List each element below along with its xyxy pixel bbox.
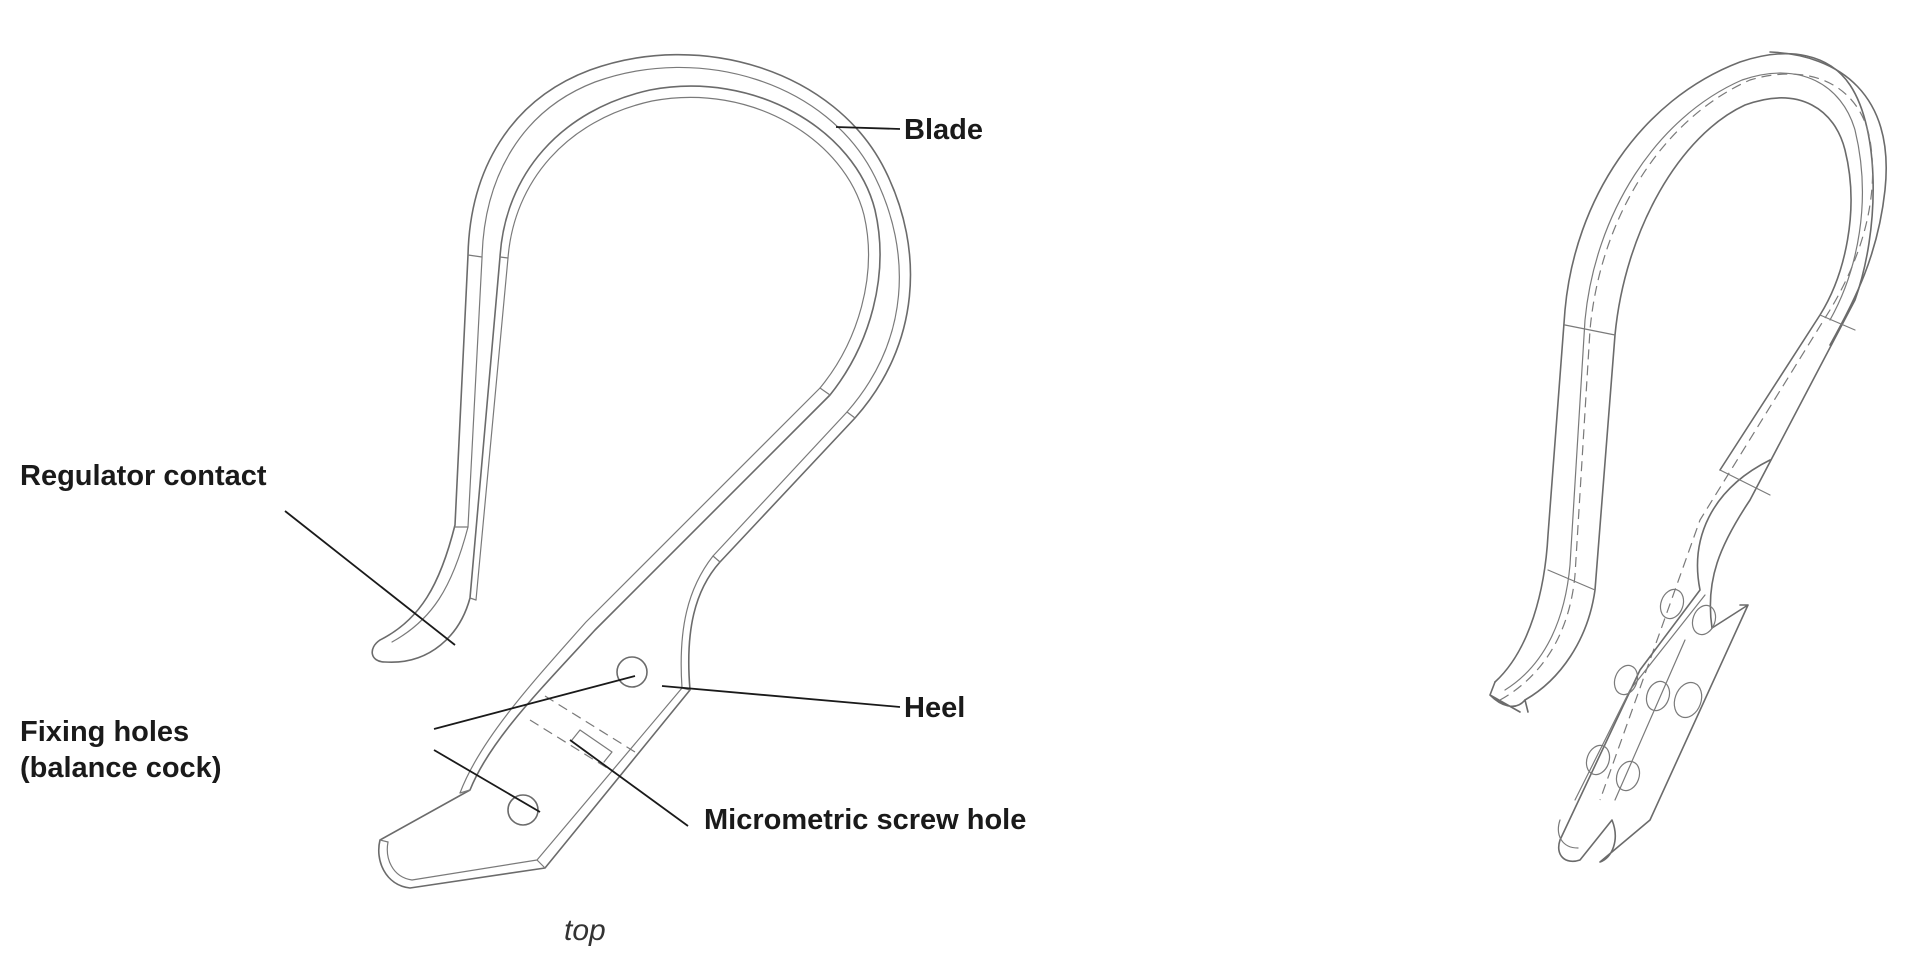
leader-heel (661, 685, 901, 708)
iso-regulator-tip (1489, 681, 1529, 713)
part-inner-outline (386, 66, 900, 881)
isometric-view-part (1489, 51, 1887, 863)
caption-top-view: top (564, 914, 606, 947)
iso-hole-1 (1659, 588, 1685, 620)
iso-hole-6 (1585, 744, 1611, 776)
label-fixing-holes-line1: Fixing holes (20, 716, 190, 748)
leader-micrometric-screw-hole (569, 739, 689, 827)
leader-fixing-holes-upper (433, 675, 636, 730)
iso-hole-3 (1613, 664, 1639, 696)
fixing-hole-lower (507, 794, 539, 826)
iso-fixing-block-lower (1557, 594, 1706, 849)
leader-fixing-holes-lower (433, 749, 541, 813)
top-view-part (371, 53, 912, 889)
iso-outer-edge-back (1769, 51, 1887, 346)
iso-fixing-block (1558, 459, 1771, 863)
part-section-ticks (379, 254, 856, 869)
iso-outer-edge-top (1494, 52, 1874, 683)
iso-hole-5 (1673, 681, 1703, 719)
iso-inner-edge-2 (1504, 72, 1863, 691)
iso-hole-7 (1615, 760, 1641, 792)
iso-hole-2 (1691, 604, 1717, 636)
micrometric-screw-hole-hidden-lines (529, 695, 636, 777)
iso-hole-4 (1645, 680, 1671, 712)
label-fixing-holes-line2: (balance cock) (20, 752, 222, 784)
leader-regulator-contact (284, 510, 456, 646)
label-heel: Heel (904, 692, 966, 724)
part-outer-outline (371, 53, 912, 889)
iso-section-ticks (1547, 314, 1856, 591)
micrometric-screw-hole-step (571, 729, 613, 763)
iso-hidden-contour (1499, 73, 1874, 801)
leader-lines (284, 126, 901, 827)
fixing-hole-upper (616, 656, 648, 688)
label-blade: Blade (904, 114, 983, 146)
iso-inner-edge-1 (1524, 97, 1852, 701)
label-micrometric-screw-hole: Micrometric screw hole (704, 804, 1027, 836)
label-regulator-contact: Regulator contact (20, 460, 267, 492)
leader-blade (835, 126, 901, 130)
